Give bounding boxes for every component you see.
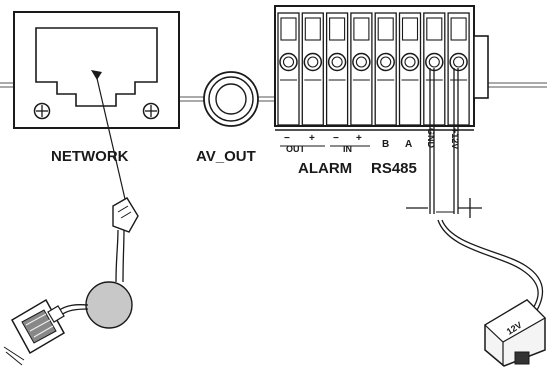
wall-socket-icon bbox=[3, 298, 66, 366]
terminal-pin-slot-1 bbox=[280, 17, 297, 41]
power-wires bbox=[406, 68, 482, 218]
panel-baseline bbox=[0, 82, 547, 102]
alarm-out-label: OUT bbox=[286, 144, 306, 154]
power-adapter-icon: 12V bbox=[437, 219, 546, 367]
terminal-screw-head-8 bbox=[453, 56, 465, 68]
rs485-a-label: A bbox=[405, 139, 412, 150]
terminal-pin-slot-4 bbox=[353, 17, 370, 41]
terminal-pin-slot-5 bbox=[377, 17, 394, 41]
terminal-pin-slot-7 bbox=[426, 17, 443, 41]
terminal-screw-head-2 bbox=[307, 56, 319, 68]
network-label: NETWORK bbox=[51, 148, 129, 165]
network-cable-icon bbox=[57, 70, 139, 329]
av-connector-icon bbox=[203, 71, 259, 127]
terminal-screw-head-3 bbox=[331, 56, 343, 68]
terminal-pin-labels: − + − + OUT IN B A GND +12V bbox=[280, 128, 460, 154]
terminal-screw-head-4 bbox=[355, 56, 367, 68]
pin-1-mark: − bbox=[284, 133, 290, 144]
terminal-screw-head-5 bbox=[380, 56, 392, 68]
terminal-screw-head-6 bbox=[404, 56, 416, 68]
gnd-label: GND bbox=[426, 128, 436, 149]
av-out-label: AV_OUT bbox=[196, 148, 256, 165]
pin-4-mark: + bbox=[356, 133, 362, 144]
pin-3-mark: − bbox=[333, 133, 339, 144]
terminal-screw-head-7 bbox=[428, 56, 440, 68]
terminal-pin-slot-8 bbox=[450, 17, 467, 41]
alarm-in-label: IN bbox=[343, 144, 352, 154]
terminal-pin-slot-6 bbox=[401, 17, 419, 41]
alarm-label: ALARM bbox=[298, 160, 352, 177]
terminal-pin-slot-3 bbox=[329, 17, 346, 41]
terminal-screw-head-1 bbox=[282, 56, 295, 68]
rs485-label: RS485 bbox=[371, 160, 417, 177]
rj45-port-icon bbox=[13, 11, 180, 129]
terminal-pin-slot-2 bbox=[304, 17, 321, 41]
12v-label: +12V bbox=[450, 128, 460, 149]
pin-2-mark: + bbox=[309, 133, 315, 144]
terminal-block-icon bbox=[274, 5, 489, 131]
rs485-b-label: B bbox=[382, 139, 389, 150]
